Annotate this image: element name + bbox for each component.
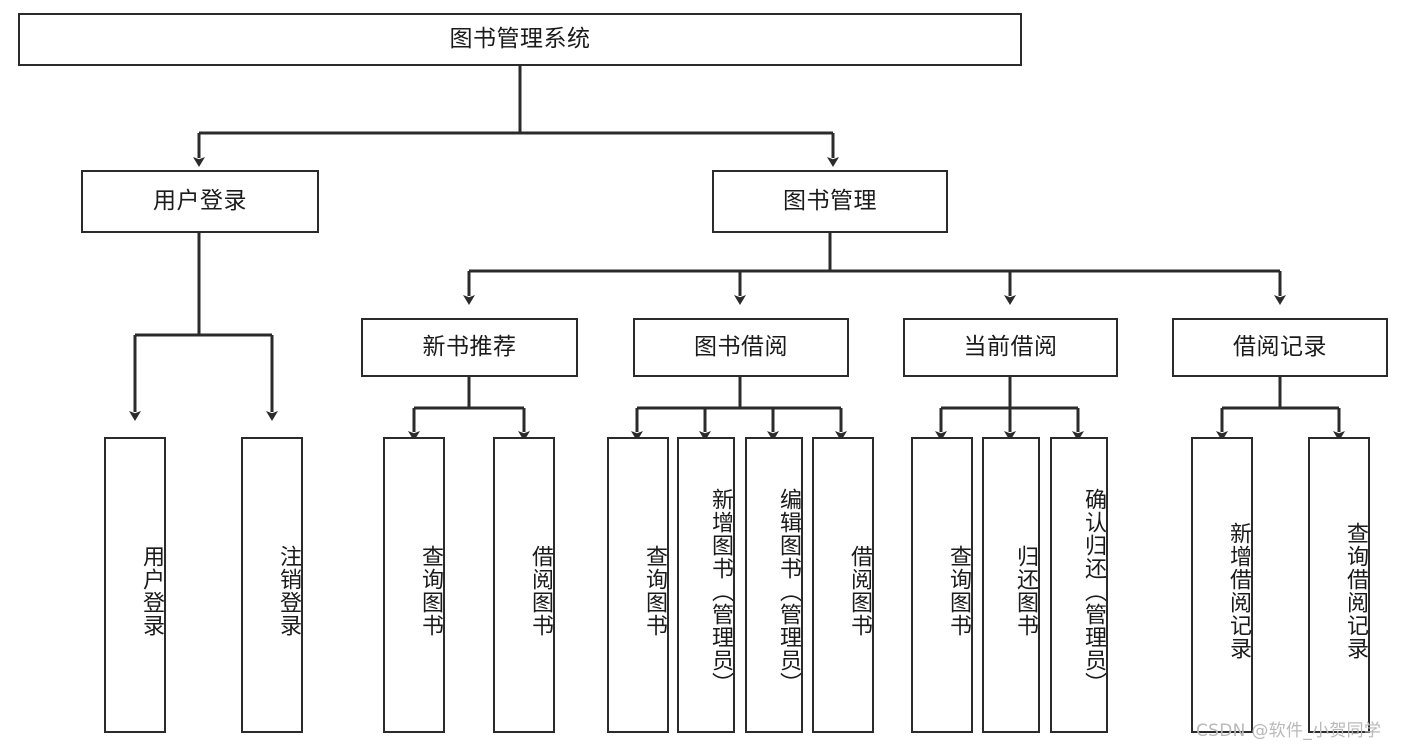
leaf-user-logout-label: 注销登录 — [276, 545, 301, 637]
leaf-query-borrow-record[interactable]: 查询借阅记录 — [1308, 437, 1370, 733]
leaf-edit-book[interactable]: 编辑图书（管理员） — [745, 437, 803, 733]
leaf-query-book-current[interactable]: 查询图书 — [911, 437, 973, 733]
node-current-borrow[interactable]: 当前借阅 — [903, 318, 1118, 377]
csdn-watermark: CSDN @软件_小贺同学 — [1196, 721, 1382, 741]
leaf-borrow-book[interactable]: 借阅图书 — [812, 437, 874, 733]
leaf-query-borrow-record-label: 查询借阅记录 — [1343, 522, 1368, 660]
node-current-borrow-label: 当前借阅 — [963, 333, 1058, 360]
leaf-query-book-borrow[interactable]: 查询图书 — [607, 437, 669, 733]
leaf-add-book-label: 新增图书（管理员） — [708, 487, 733, 695]
leaf-query-book-current-label: 查询图书 — [946, 545, 971, 637]
leaf-return-book-label: 归还图书 — [1013, 545, 1038, 637]
node-new-book-recommend-label: 新书推荐 — [422, 333, 517, 360]
leaf-confirm-return[interactable]: 确认归还（管理员） — [1050, 437, 1108, 733]
node-book-borrow[interactable]: 图书借阅 — [633, 318, 849, 377]
node-new-book-recommend[interactable]: 新书推荐 — [361, 318, 578, 377]
node-borrow-record[interactable]: 借阅记录 — [1172, 318, 1388, 377]
leaf-confirm-return-label: 确认归还（管理员） — [1081, 487, 1106, 695]
leaf-add-borrow-record-label: 新增借阅记录 — [1226, 522, 1251, 660]
leaf-user-login[interactable]: 用户登录 — [104, 437, 166, 733]
leaf-return-book[interactable]: 归还图书 — [982, 437, 1040, 733]
leaf-query-book-recommend-label: 查询图书 — [418, 545, 443, 637]
node-root[interactable]: 图书管理系统 — [18, 13, 1022, 66]
leaf-user-login-label: 用户登录 — [139, 545, 164, 637]
node-book-management-label: 图书管理 — [783, 187, 877, 214]
leaf-query-book-borrow-label: 查询图书 — [642, 545, 667, 637]
node-user-login[interactable]: 用户登录 — [81, 170, 319, 233]
leaf-user-logout[interactable]: 注销登录 — [241, 437, 303, 733]
node-book-management[interactable]: 图书管理 — [712, 170, 948, 233]
node-user-login-label: 用户登录 — [153, 187, 247, 214]
node-book-borrow-label: 图书借阅 — [694, 333, 788, 360]
node-borrow-record-label: 借阅记录 — [1233, 333, 1327, 360]
leaf-edit-book-label: 编辑图书（管理员） — [776, 487, 801, 695]
leaf-add-borrow-record[interactable]: 新增借阅记录 — [1191, 437, 1253, 733]
node-root-label: 图书管理系统 — [449, 25, 591, 52]
leaf-borrow-book-label: 借阅图书 — [847, 545, 872, 637]
leaf-query-book-recommend[interactable]: 查询图书 — [383, 437, 445, 733]
leaf-add-book[interactable]: 新增图书（管理员） — [677, 437, 735, 733]
leaf-borrow-book-recommend[interactable]: 借阅图书 — [493, 437, 555, 733]
leaf-borrow-book-recommend-label: 借阅图书 — [528, 545, 553, 637]
